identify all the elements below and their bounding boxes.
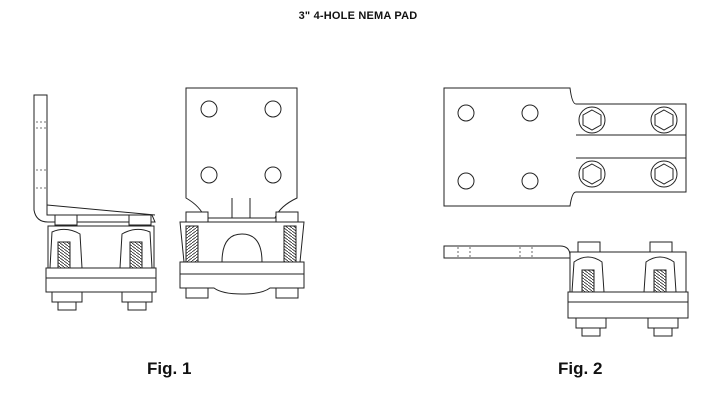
fig1-side-pad xyxy=(33,94,156,223)
fig2-top-pad xyxy=(443,87,687,207)
fig1-front-pad xyxy=(185,87,298,219)
figure-1-caption: Fig. 1 xyxy=(147,359,192,378)
fig1-side-view xyxy=(33,94,157,311)
fig1-front-view xyxy=(179,87,305,299)
fig2-side-view xyxy=(443,241,689,337)
fig2-top-view xyxy=(443,87,687,207)
drawing-title: 3" 4-HOLE NEMA PAD xyxy=(298,10,418,22)
figure-2-caption: Fig. 2 xyxy=(558,359,603,378)
